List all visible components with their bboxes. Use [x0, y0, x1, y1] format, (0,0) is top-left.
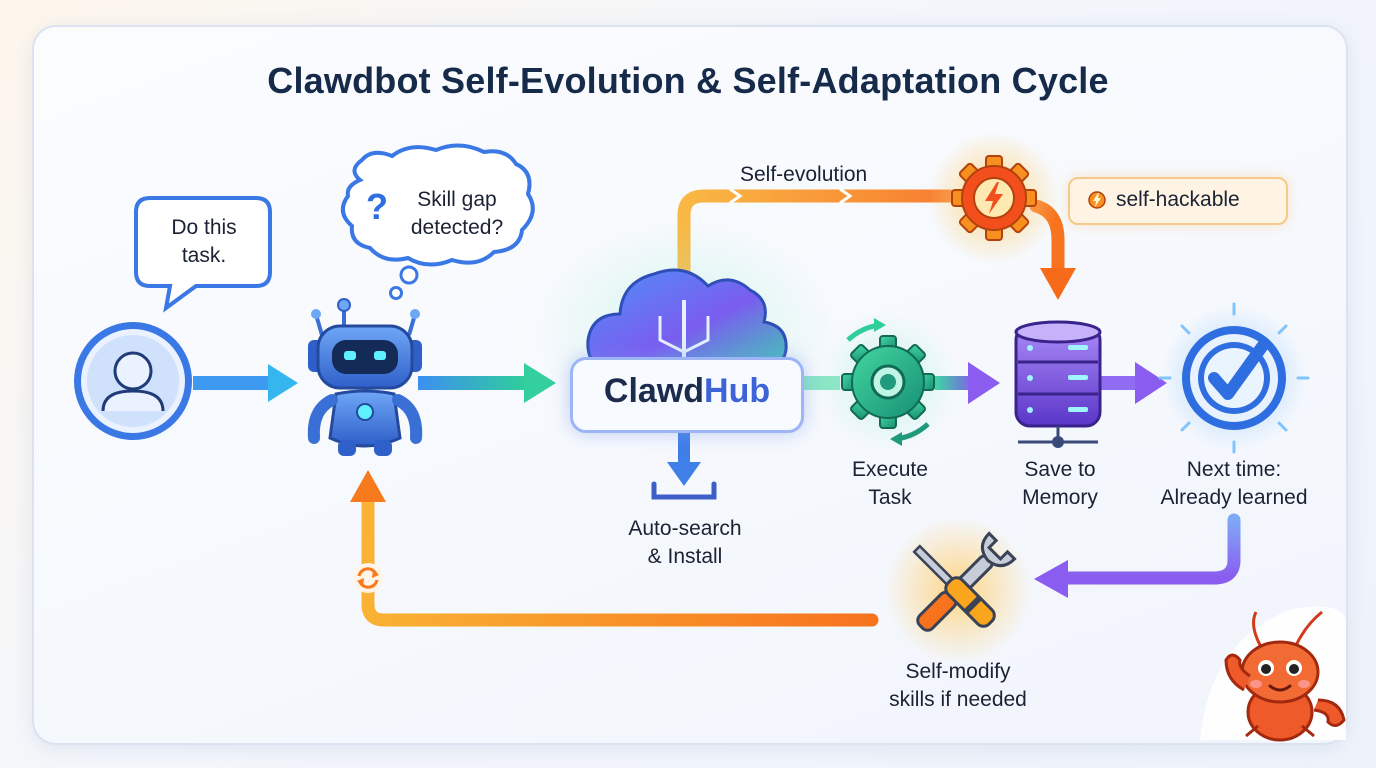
gear-mini-icon — [1088, 191, 1106, 209]
database-icon — [1014, 320, 1102, 448]
skill-gap-text: Skill gap detected? — [410, 188, 504, 239]
self-hackable-tag: self-hackable — [1068, 177, 1288, 225]
user-avatar-icon — [74, 322, 192, 440]
wrench-screwdriver-icon — [884, 516, 1032, 664]
diagram-title: Clawdbot Self-Evolution & Self-Adaptatio… — [267, 60, 1109, 101]
lobster-mascot-icon — [1200, 606, 1346, 742]
user-request-text: Do this task. — [171, 216, 237, 267]
checkmark-icon — [1158, 302, 1310, 454]
arrow-robot-to-hub — [418, 363, 556, 403]
clawdhub-label: ClawdHub — [573, 372, 801, 411]
refresh-icon — [353, 563, 383, 593]
save-memory-label: Save to Memory — [1022, 458, 1098, 509]
clawdhub-box: ClawdHub — [570, 357, 804, 433]
arrow-memory-to-next — [1100, 362, 1167, 404]
feedback-path — [350, 470, 879, 627]
execute-task-label: Execute Task — [852, 458, 928, 509]
user-request-bubble — [134, 196, 272, 313]
gear-execute-icon — [818, 312, 958, 452]
next-to-modify-path — [1034, 513, 1241, 598]
clawdhub-label-part2: Hub — [704, 372, 771, 410]
arrow-user-to-robot — [193, 364, 298, 402]
question-mark-icon: ? — [366, 186, 388, 227]
self-modify-label: Self-modify skills if needed — [889, 660, 1027, 711]
self-evolution-label: Self-evolution — [740, 163, 868, 186]
auto-search-label: Auto-search & Install — [628, 517, 742, 568]
next-time-label: Next time: Already learned — [1160, 458, 1308, 509]
clawdhub-label-part1: Clawd — [603, 372, 705, 410]
gear-lightning-icon — [928, 132, 1060, 264]
skill-gap-bubble — [340, 143, 535, 300]
self-hackable-label: self-hackable — [1116, 188, 1240, 211]
robot-icon — [307, 298, 423, 456]
